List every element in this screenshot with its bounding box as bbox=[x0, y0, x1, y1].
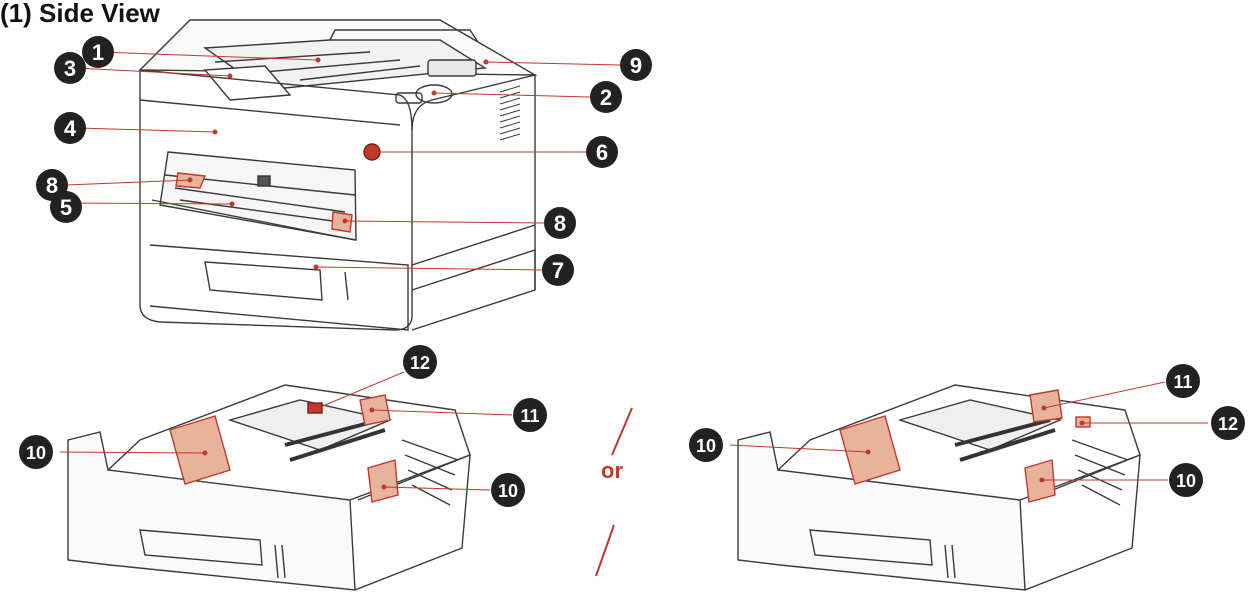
printer-callout-5: 5 bbox=[50, 191, 82, 223]
svg-text:10: 10 bbox=[26, 443, 46, 463]
printer-callout-7: 7 bbox=[542, 254, 574, 286]
right-tray-callout-10-a: 10 bbox=[689, 428, 723, 462]
printer-illustration bbox=[138, 19, 538, 331]
right-tray-callout-11: 11 bbox=[1166, 364, 1200, 398]
printer-callout-9: 9 bbox=[620, 49, 652, 81]
svg-text:10: 10 bbox=[696, 436, 716, 456]
right-tray-illustration bbox=[737, 384, 1141, 591]
left-tray-leader-dots bbox=[202, 405, 387, 490]
svg-text:12: 12 bbox=[1218, 414, 1238, 434]
svg-text:8: 8 bbox=[554, 211, 566, 236]
printer-callout-8-right: 8 bbox=[544, 207, 576, 239]
right-tray-callout-10-b: 10 bbox=[1169, 463, 1203, 497]
diagram-title: (1) Side View bbox=[0, 0, 161, 28]
or-separator: or bbox=[595, 407, 633, 577]
svg-text:5: 5 bbox=[60, 195, 72, 220]
printer-callout-3: 3 bbox=[54, 52, 86, 84]
right-tray-leader-lines bbox=[729, 381, 1208, 481]
left-tray-illustration bbox=[67, 384, 471, 591]
svg-text:9: 9 bbox=[630, 53, 642, 78]
left-tray-callout-10-a: 10 bbox=[19, 435, 53, 469]
svg-text:7: 7 bbox=[552, 258, 564, 283]
printer-leader-dots bbox=[187, 57, 489, 270]
svg-text:11: 11 bbox=[1173, 372, 1192, 392]
right-tray-callout-12: 12 bbox=[1211, 406, 1245, 440]
left-tray-callout-10-b: 10 bbox=[491, 473, 525, 507]
printer-callout-4: 4 bbox=[54, 112, 86, 144]
or-label: or bbox=[601, 458, 623, 483]
svg-text:4: 4 bbox=[64, 116, 77, 141]
svg-text:8: 8 bbox=[46, 173, 58, 198]
printer-callout-1: 1 bbox=[82, 36, 114, 68]
left-tray-leader-lines bbox=[59, 371, 513, 491]
left-tray-callout-11: 11 bbox=[513, 398, 547, 432]
left-tray-callout-12: 12 bbox=[403, 345, 437, 379]
svg-text:11: 11 bbox=[520, 406, 539, 426]
svg-text:12: 12 bbox=[410, 353, 430, 373]
svg-text:2: 2 bbox=[600, 85, 612, 110]
printer-callout-6: 6 bbox=[586, 136, 618, 168]
svg-text:3: 3 bbox=[64, 56, 76, 81]
right-tray-leader-dots bbox=[865, 405, 1085, 483]
svg-text:10: 10 bbox=[498, 481, 518, 501]
printer-callout-2: 2 bbox=[590, 81, 622, 113]
svg-text:6: 6 bbox=[596, 140, 608, 165]
printer-leader-lines bbox=[65, 51, 621, 271]
svg-text:10: 10 bbox=[1176, 471, 1196, 491]
svg-text:1: 1 bbox=[92, 40, 104, 65]
